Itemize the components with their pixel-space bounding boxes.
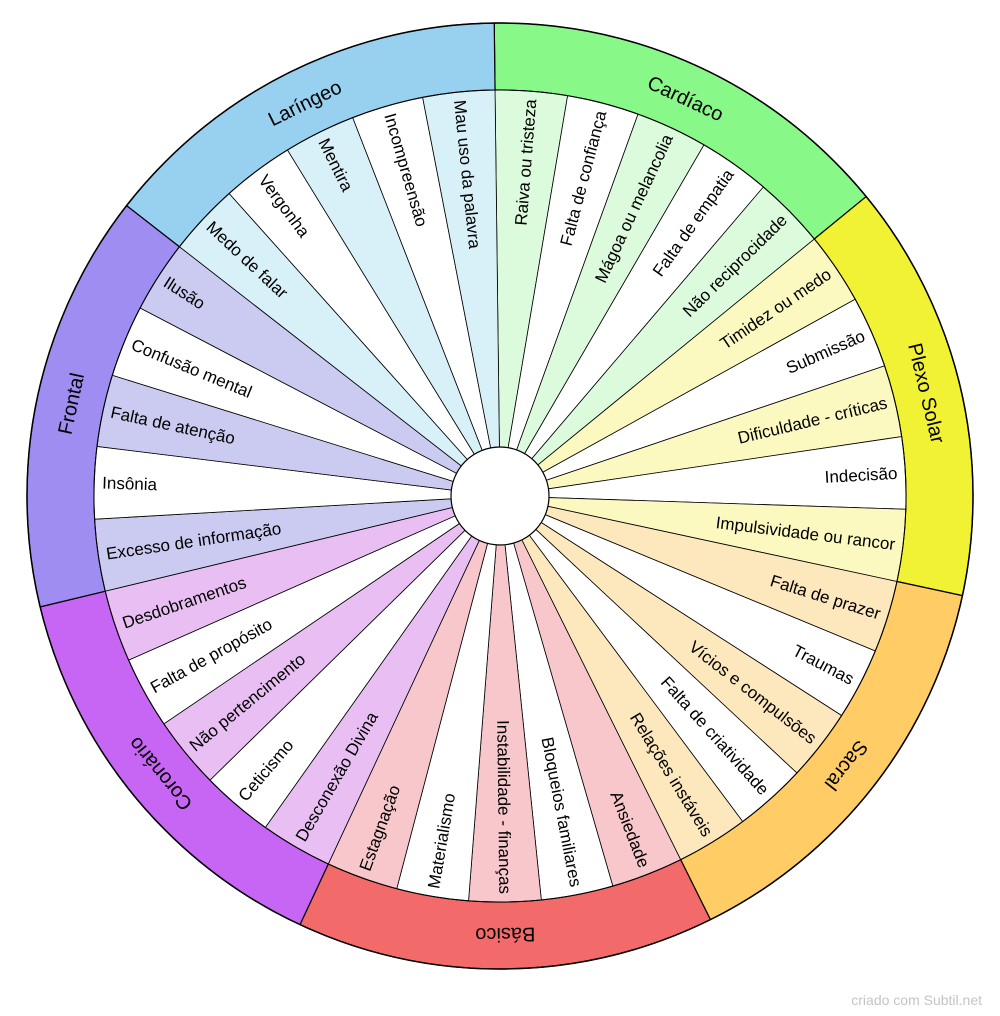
- outer-border: [26, 22, 974, 970]
- inner-border: [93, 89, 907, 903]
- chakra-label-basico: Básico: [475, 923, 535, 946]
- item-ring: [93, 89, 907, 903]
- credit-text: criado com Subtil.net: [851, 992, 982, 1008]
- center-circle: [450, 446, 550, 546]
- item-label: Indecisão: [824, 464, 898, 487]
- item-label: Instabilidade - finanças: [493, 720, 514, 894]
- item-label: Insônia: [102, 474, 158, 495]
